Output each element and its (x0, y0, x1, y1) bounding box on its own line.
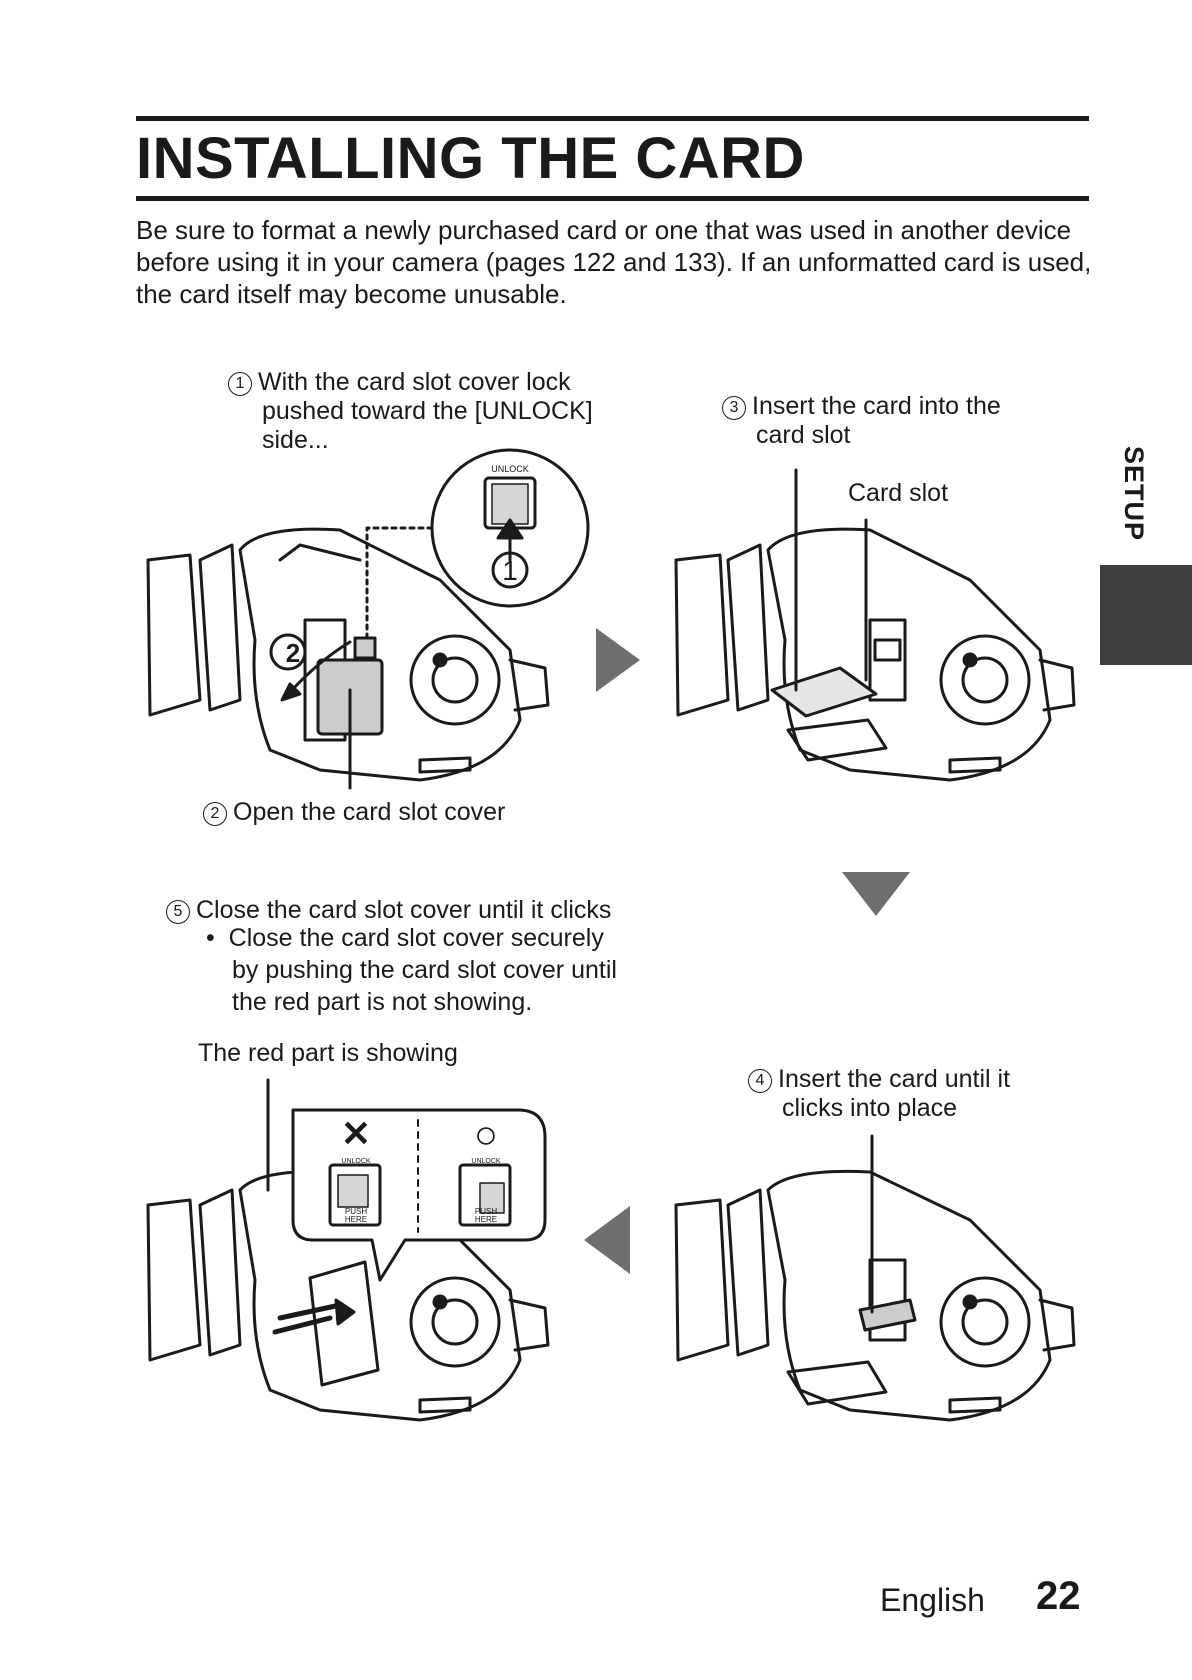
wrong-mark-icon: ✕ (341, 1113, 371, 1154)
footer-page-number: 22 (1036, 1574, 1081, 1618)
switch-wrong (328, 1163, 382, 1227)
unlock-label: UNLOCK (491, 464, 529, 474)
svg-text:HERE: HERE (345, 1215, 367, 1224)
section-tab-marker (1100, 565, 1192, 665)
step-1-number: 1 (228, 372, 252, 396)
open-cover-arrowhead (280, 682, 302, 702)
flow-arrow-left (584, 1206, 630, 1274)
camera-illustration-step-4 (674, 1169, 1076, 1422)
card-slot-label: Card slot (848, 479, 949, 507)
step-2-number: 2 (203, 802, 227, 826)
svg-text:UNLOCK: UNLOCK (471, 1158, 501, 1165)
step-3-number: 3 (722, 396, 746, 420)
camera-illustration-step-5 (146, 1169, 550, 1422)
title-rule-top (136, 116, 1089, 121)
camera-illustration-step-3 (674, 527, 1076, 782)
camera-illustration-step-1-2 (146, 527, 550, 782)
callout-2-text: 2 (286, 638, 300, 668)
callout-1-badge (491, 551, 529, 589)
open-cover-arrow (290, 640, 352, 692)
intro-paragraph: Be sure to format a newly purchased card… (136, 215, 1092, 309)
title-rule-bottom (136, 196, 1089, 201)
callout-2-badge (269, 633, 307, 671)
svg-text:HERE: HERE (475, 1215, 497, 1224)
right-mark-icon: ○ (474, 1113, 498, 1157)
red-part-label: The red part is showing (198, 1039, 458, 1067)
callout-1-text: 1 (502, 555, 518, 586)
section-tab-label: SETUP (1119, 446, 1149, 542)
step-5-bullet: • Close the card slot cover securely by … (206, 924, 617, 1016)
switch-right (458, 1163, 512, 1227)
push-arrows (272, 1302, 343, 1335)
step-4-number: 4 (748, 1069, 772, 1093)
step-5-number: 5 (166, 900, 190, 924)
push-up-arrow-icon (496, 518, 524, 562)
svg-text:UNLOCK: UNLOCK (341, 1158, 371, 1165)
flow-arrow-down (842, 872, 910, 916)
zoom-leader-dotted (365, 526, 438, 640)
zoom-circle (430, 448, 590, 608)
page-title: INSTALLING THE CARD (136, 126, 805, 191)
svg-text:PUSH: PUSH (345, 1207, 367, 1216)
flow-arrow-right (596, 628, 640, 692)
svg-text:PUSH: PUSH (475, 1207, 497, 1216)
footer-language: English (880, 1582, 985, 1618)
